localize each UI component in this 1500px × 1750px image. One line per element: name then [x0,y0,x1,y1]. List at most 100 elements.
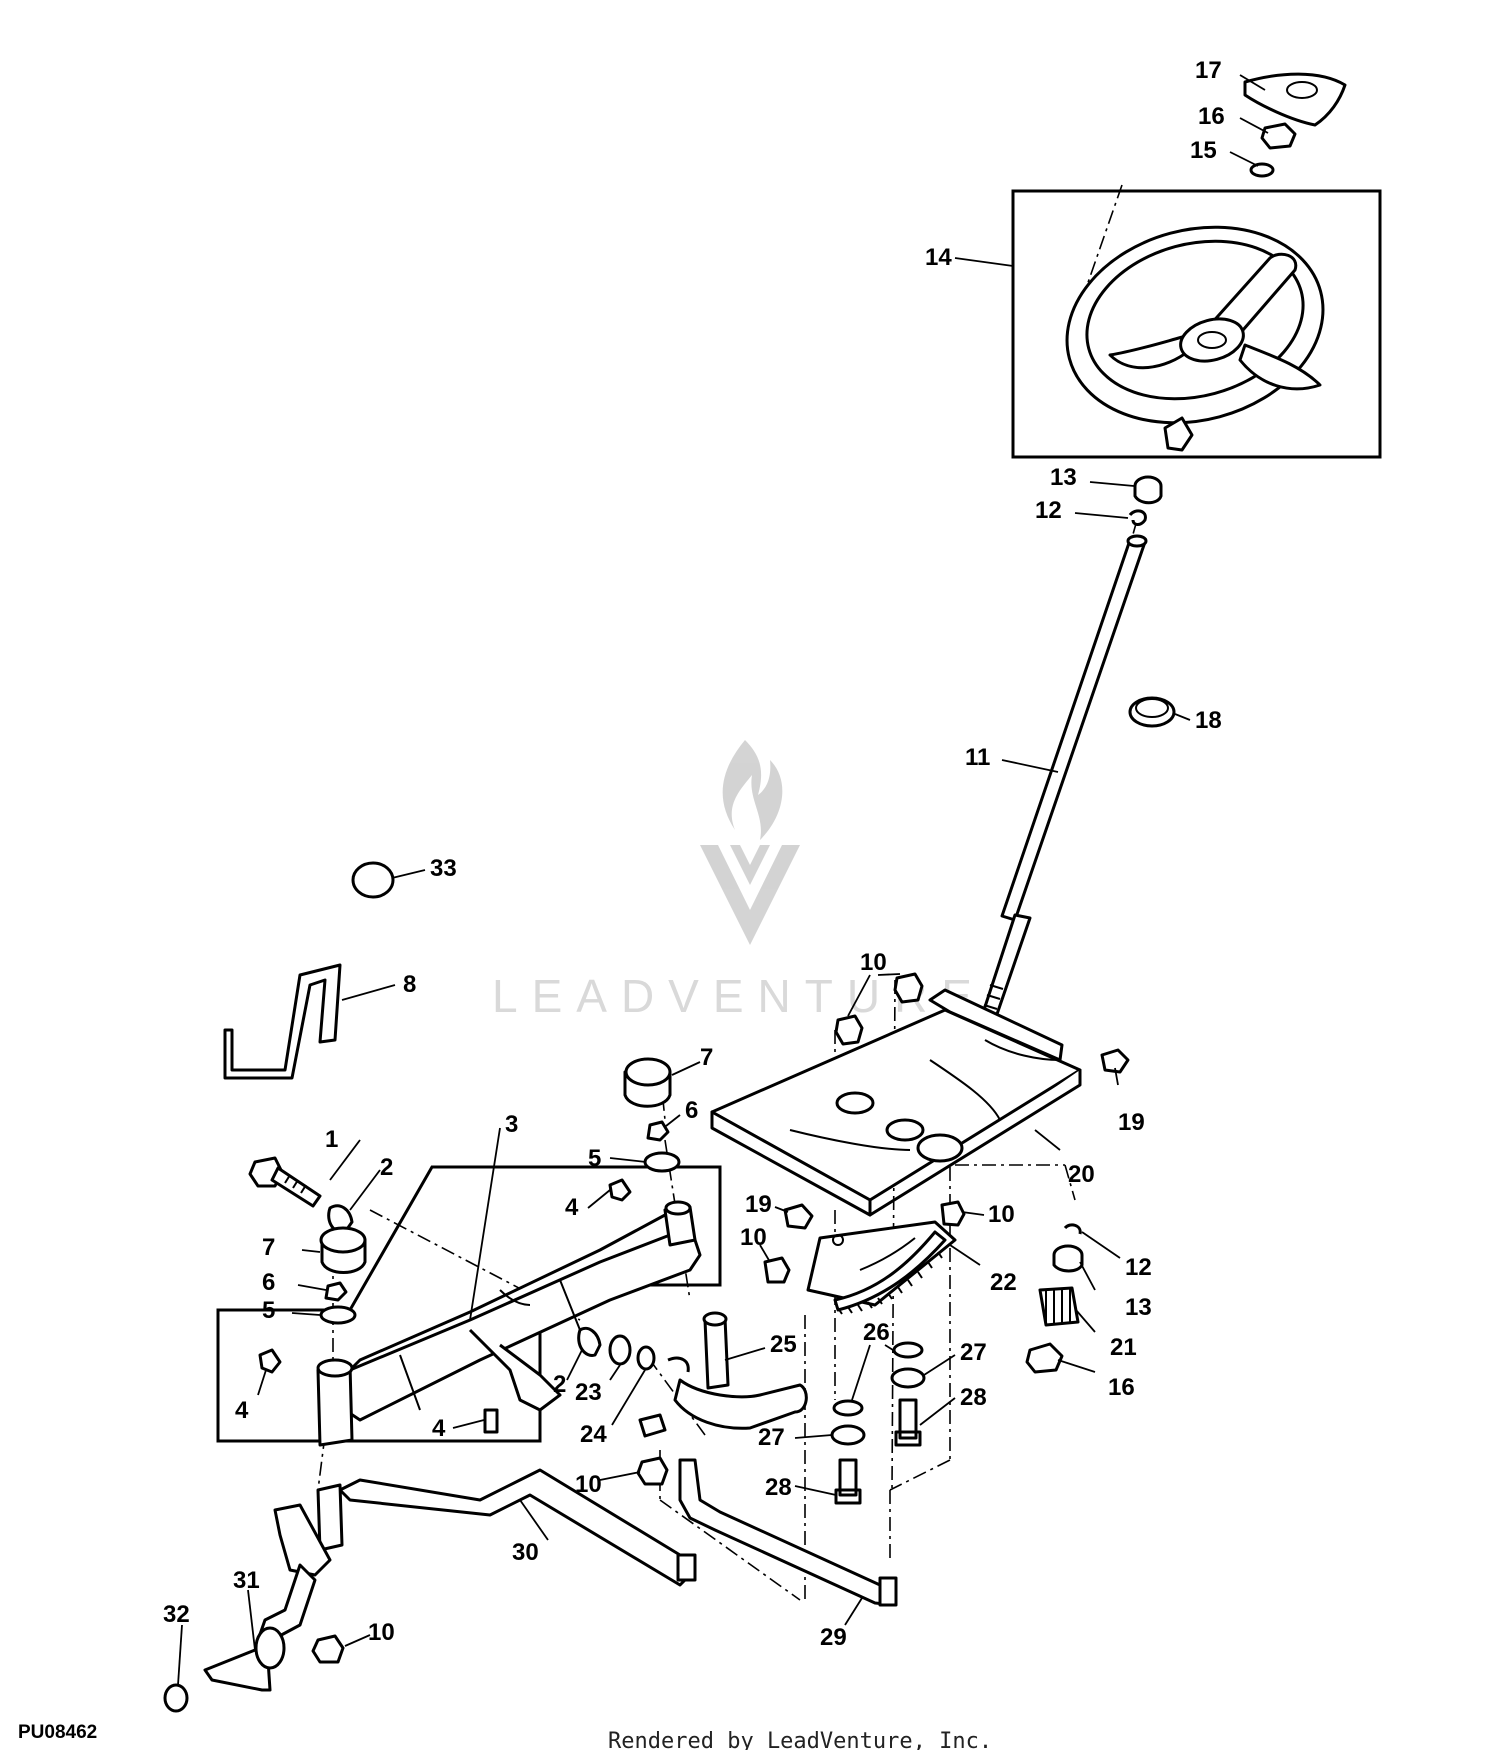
callout-29: 29 [820,1624,847,1651]
callout-7-middle: 7 [700,1044,713,1071]
part-10-nut-a [834,1014,864,1046]
steering-wheel-box [1011,189,1382,459]
part-12-clip-upper [1128,509,1147,526]
callout-16-lower: 16 [1108,1374,1135,1401]
callout-1: 1 [325,1126,338,1153]
part-6-nut-left [324,1281,348,1302]
callout-21: 21 [1110,1334,1137,1361]
diagram-code: PU08462 [18,1722,97,1743]
part-4-fitting-c [608,1178,632,1202]
callout-23: 23 [575,1379,602,1406]
callout-2-center: 2 [553,1371,566,1398]
callout-27-right: 27 [960,1339,987,1366]
part-18-grommet [1128,696,1176,728]
callout-3: 3 [505,1111,518,1138]
callout-labels: 17 16 15 14 13 12 18 11 33 8 10 19 20 7 … [163,57,1225,1651]
part-10-nut-b [893,972,924,1004]
part-7-cap-middle [623,1057,672,1108]
callout-5-middle: 5 [588,1145,601,1172]
callout-31: 31 [233,1567,260,1594]
part-7-cap-left [319,1226,367,1274]
part-16-nut [1260,122,1297,150]
callout-10-right: 10 [988,1201,1015,1228]
callout-10-top: 10 [860,949,887,976]
part-25-spindle-arm [667,1311,808,1430]
leader-lines [177,74,1269,1686]
callout-13-lower: 13 [1125,1294,1152,1321]
callout-18: 18 [1195,707,1222,734]
callout-10-left: 10 [740,1224,767,1251]
callout-11: 11 [965,744,990,771]
part-33-plug [351,861,395,899]
callout-8: 8 [403,971,416,998]
callout-13: 13 [1050,464,1077,491]
part-24-nut [636,1345,656,1371]
axle-assembly-box [216,1165,722,1443]
part-19-bolt-right [1100,1048,1130,1074]
callout-30: 30 [512,1539,539,1566]
part-19-bolt-left [783,1203,814,1230]
part-16-nut-lower [1025,1342,1064,1374]
callout-5-left: 5 [262,1297,275,1324]
part-4-fitting-a [258,1348,282,1374]
part-4-fitting-b [483,1408,499,1434]
part-26-washer-b [832,1399,864,1417]
watermark-logo [700,740,800,945]
part-23-washer [608,1334,632,1366]
part-13-bushing-lower [1052,1244,1084,1273]
callout-12-lower: 12 [1125,1254,1152,1281]
callout-20: 20 [1068,1161,1095,1188]
footer-credit: Rendered by LeadVenture, Inc. [608,1729,992,1750]
callout-10-bottom: 10 [368,1619,395,1646]
callout-16: 16 [1198,103,1225,130]
callout-28-right: 28 [960,1384,987,1411]
part-11-steering-shaft [980,534,1148,1022]
part-32-cap [163,1683,189,1713]
callout-17: 17 [1195,57,1222,84]
callout-2-left: 2 [380,1154,393,1181]
part-10-nut-e [636,1456,669,1486]
small-bracket [638,1413,667,1438]
callout-14: 14 [925,244,952,271]
part-5-washer-left [319,1305,357,1325]
callout-4-top: 4 [565,1194,579,1221]
part-28-bolt-a [894,1398,922,1447]
part-21-pinion [1038,1286,1080,1327]
callout-22: 22 [990,1269,1017,1296]
callout-27-left: 27 [758,1424,785,1451]
part-1-bolt [248,1156,322,1208]
callout-28-left: 28 [765,1474,792,1501]
part-29-drag-link [678,1458,898,1607]
part-20-mounting-plate [710,988,1082,1217]
part-5-washer-middle [643,1151,681,1173]
part-17-cap [1243,72,1347,127]
callout-33: 33 [430,855,457,882]
part-15-washer [1249,162,1275,178]
callout-7-left: 7 [262,1234,275,1261]
part-22-sector-gear [806,1220,957,1315]
callout-25: 25 [770,1331,797,1358]
part-10-nut-c [940,1200,966,1227]
callout-32: 32 [163,1601,190,1628]
part-27-washer-a [890,1367,926,1389]
callout-15: 15 [1190,137,1217,164]
callout-24: 24 [580,1421,607,1448]
callout-6-left: 6 [262,1269,275,1296]
callout-19-right: 19 [1118,1109,1145,1136]
callout-12: 12 [1035,497,1062,524]
callout-4-bottom: 4 [432,1415,446,1442]
part-27-washer-b [830,1424,866,1446]
watermark-text: LEADVENTURE [492,970,986,1022]
part-3-front-axle [316,1200,702,1447]
part-28-bolt-b [834,1458,862,1505]
part-26-washer-a [892,1341,924,1359]
callout-10-center: 10 [575,1471,602,1498]
part-13-bushing-upper [1133,475,1163,505]
callout-26: 26 [863,1319,890,1346]
part-2-bushing-center [577,1326,602,1357]
callout-4-left: 4 [235,1397,249,1424]
part-6-nut-middle [646,1120,670,1142]
part-30-tie-rod [338,1468,697,1587]
